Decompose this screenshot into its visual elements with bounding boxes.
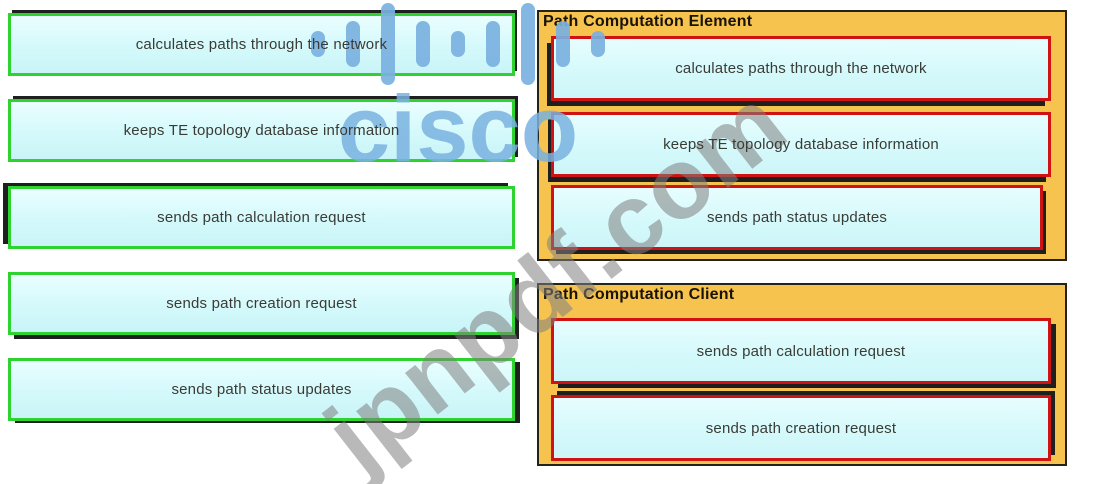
cisco-logo-bar bbox=[521, 3, 535, 85]
drag-item-keeps-te-topology[interactable]: keeps TE topology database information bbox=[8, 99, 515, 162]
drag-item-label: calculates paths through the network bbox=[135, 36, 388, 53]
drop-slot-pcc-2[interactable]: sends path creation request bbox=[551, 395, 1051, 461]
drop-slot-label: sends path creation request bbox=[705, 419, 897, 437]
drop-slot-pcc-1[interactable]: sends path calculation request bbox=[551, 318, 1051, 384]
cisco-logo-bar bbox=[311, 31, 325, 57]
drop-slot-label: calculates paths through the network bbox=[675, 60, 927, 77]
drag-item-label: keeps TE topology database information bbox=[123, 122, 400, 139]
panel-title: Path Computation Element bbox=[543, 13, 753, 30]
target-panel-path-computation-client: Path Computation Client sends path calcu… bbox=[537, 283, 1067, 466]
cisco-logo-bar bbox=[346, 21, 360, 67]
cisco-logo-bar bbox=[381, 3, 395, 85]
cisco-logo-bar bbox=[556, 21, 570, 67]
drag-item-label: sends path status updates bbox=[171, 381, 352, 398]
cisco-logo-bar bbox=[451, 31, 465, 57]
drop-slot-label: sends path status updates bbox=[706, 209, 888, 226]
drag-item-label: sends path calculation request bbox=[157, 209, 366, 226]
cisco-logo-bar bbox=[486, 21, 500, 67]
cisco-logo-bar bbox=[416, 21, 430, 67]
drop-slot-label: keeps TE topology database information bbox=[663, 136, 939, 153]
panel-title: Path Computation Client bbox=[543, 286, 735, 303]
drag-item-label: sends path creation request bbox=[166, 295, 357, 312]
drag-item-sends-creation-request[interactable]: sends path creation request bbox=[8, 272, 515, 335]
drop-slot-label: sends path calculation request bbox=[696, 342, 906, 360]
drag-item-calculates-paths[interactable]: calculates paths through the network bbox=[8, 13, 515, 76]
cisco-logo-bar bbox=[591, 31, 605, 57]
target-panel-path-computation-element: Path Computation Element calculates path… bbox=[537, 10, 1067, 261]
cisco-logo-bars-icon bbox=[310, 2, 606, 86]
cisco-logo-icon: cisco bbox=[310, 2, 606, 176]
drop-slot-pce-3[interactable]: sends path status updates bbox=[551, 185, 1043, 250]
drop-slot-pce-2[interactable]: keeps TE topology database information bbox=[551, 112, 1051, 177]
cisco-logo-wordmark: cisco bbox=[337, 76, 579, 181]
drag-item-sends-status-updates[interactable]: sends path status updates bbox=[8, 358, 515, 421]
drag-item-sends-calculation-request[interactable]: sends path calculation request bbox=[8, 186, 515, 249]
drop-slot-pce-1[interactable]: calculates paths through the network bbox=[551, 36, 1051, 101]
